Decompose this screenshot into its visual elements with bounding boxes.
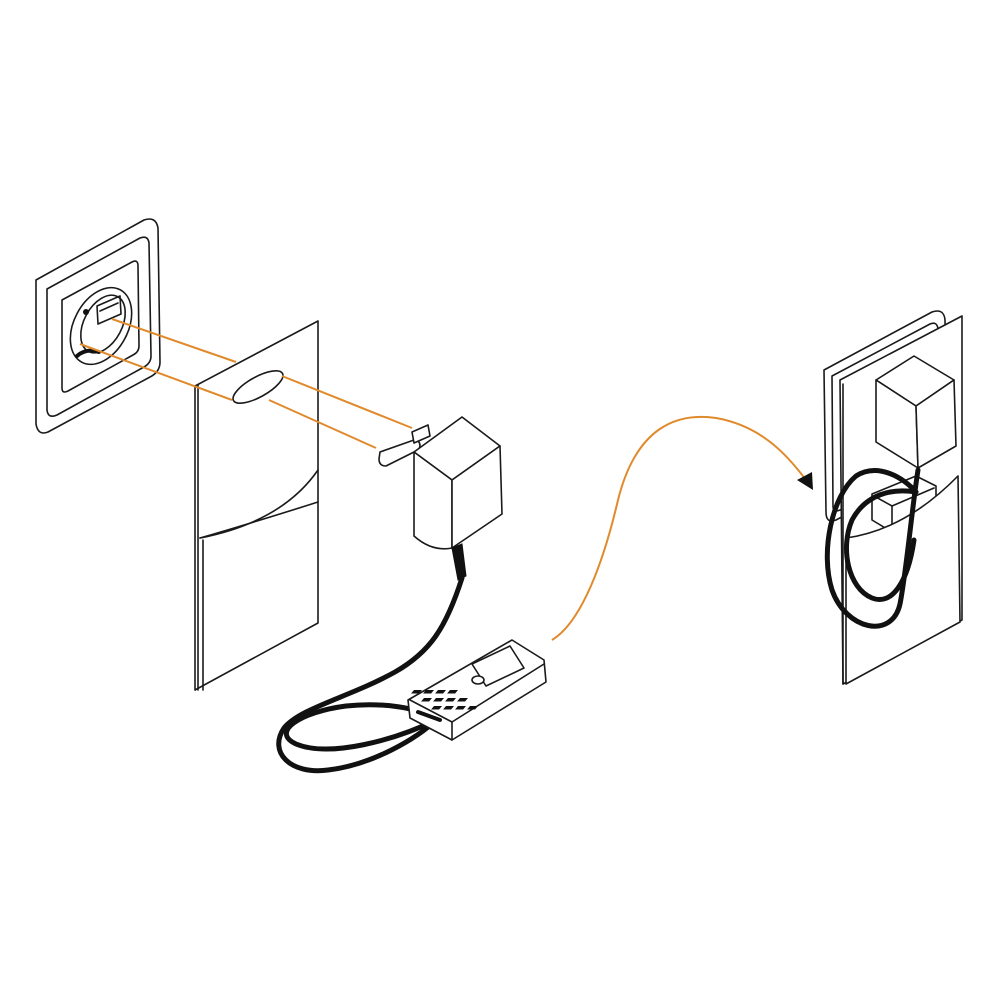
phone-holder-board-icon (194, 320, 319, 691)
phone-keypad (411, 690, 478, 710)
mounted-holder-icon (823, 310, 963, 685)
alignment-guide-lines (79, 318, 413, 449)
power-cord-icon (276, 575, 465, 774)
wall-socket-icon (35, 218, 161, 434)
plug-adapter-icon (378, 416, 503, 581)
cordless-phone-icon (407, 639, 547, 741)
curved-arrow-icon (551, 415, 813, 641)
